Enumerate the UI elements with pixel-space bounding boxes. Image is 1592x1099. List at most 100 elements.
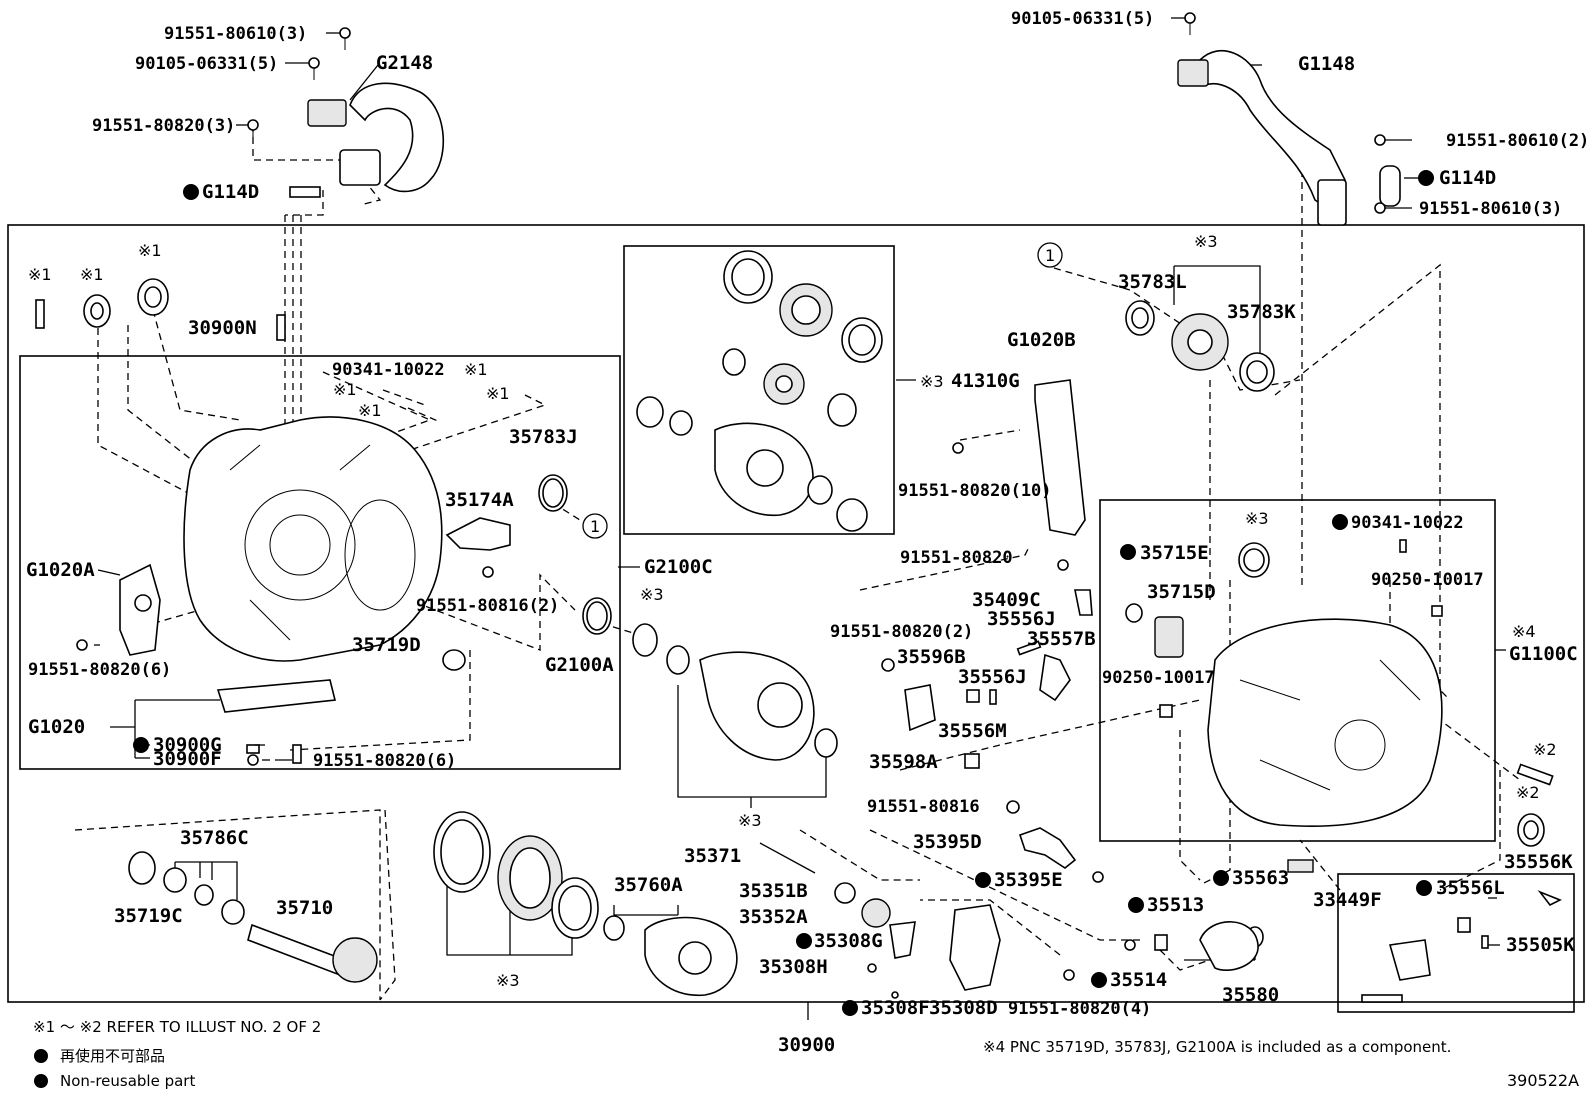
label-90250-10017-b: 90250-10017: [1102, 668, 1215, 688]
label-ticks: [94, 17, 1418, 761]
label-91551-80610-3-right: 91551-80610(3): [1419, 199, 1562, 219]
label-35513: 35513: [1147, 894, 1204, 916]
note-1-ring: ※1: [138, 241, 162, 260]
label-g1020: G1020: [28, 716, 85, 738]
label-35783l: 35783L: [1118, 271, 1187, 293]
note-3-41310g: ※3: [920, 372, 944, 391]
label-30900g: 30900G: [153, 734, 222, 756]
label-91551-80820-a: 91551-80820: [900, 548, 1013, 568]
label-35395e: 35395E: [994, 869, 1063, 891]
non-reusable-markers: [133, 170, 1434, 1016]
label-35395d: 35395D: [913, 831, 982, 853]
label-35710: 35710: [276, 897, 333, 919]
note-1-plug-b: ※1: [333, 380, 357, 399]
label-90105-06331-5-right: 90105-06331(5): [1011, 9, 1154, 29]
note-4: ※4: [1512, 622, 1536, 641]
label-91551-80820-10: 91551-80820(10): [898, 481, 1052, 501]
label-35308h: 35308H: [759, 956, 828, 978]
note-1-seal: ※1: [80, 265, 104, 284]
sensor-kit-frame: [1337, 873, 1575, 1013]
label-35308d: 35308D: [929, 997, 998, 1019]
label-35786c: 35786C: [180, 827, 249, 849]
label-35409c: 35409C: [972, 589, 1041, 611]
note-1-plug-c: ※1: [486, 384, 510, 403]
label-g2100a: G2100A: [545, 654, 614, 676]
label-30900f: 30900F: [153, 748, 222, 770]
note-2-seal: ※2: [1516, 783, 1540, 802]
label-g114d-right: G114D: [1439, 167, 1496, 189]
label-30900n: 30900N: [188, 317, 257, 339]
callout-circle-1b: [582, 513, 608, 539]
label-35174a: 35174A: [445, 489, 514, 511]
label-35308g: 35308G: [814, 930, 883, 952]
legend-text-en: Non-reusable part: [60, 1072, 195, 1090]
part-number-labels: 91551-80610(3) 90105-06331(5) G2148 9155…: [26, 9, 1589, 1056]
case-subassembly-frame: [19, 355, 621, 770]
label-35719c: 35719C: [114, 905, 183, 927]
label-91551-80610-3-top: 91551-80610(3): [164, 24, 307, 44]
label-35556j-a: 35556J: [987, 608, 1056, 630]
label-35715d: 35715D: [1147, 581, 1216, 603]
label-90341-10022-left: 90341-10022: [332, 360, 445, 380]
label-35556m: 35556M: [938, 720, 1007, 742]
label-35308f: 35308F: [861, 997, 930, 1019]
footer-notes: ※1 ～ ※2 REFER TO ILLUST NO. 2 OF 2 再使用不可…: [33, 1018, 1579, 1090]
label-91551-80820-6-b: 91551-80820(6): [313, 751, 456, 771]
label-91551-80820-4: 91551-80820(4): [1008, 999, 1151, 1019]
label-g114d-left: G114D: [202, 181, 259, 203]
label-35760a: 35760A: [614, 874, 683, 896]
label-35715e: 35715E: [1140, 542, 1209, 564]
note-1-bolt: ※1: [28, 265, 52, 284]
label-91551-80820-3: 91551-80820(3): [92, 116, 235, 136]
note-3-bearing-left: ※3: [640, 585, 664, 604]
refer-note: ※1 ～ ※2 REFER TO ILLUST NO. 2 OF 2: [33, 1018, 321, 1036]
differential-kit-frame: [623, 245, 895, 535]
label-90105-06331-5-left: 90105-06331(5): [135, 54, 278, 74]
label-g1100c: G1100C: [1509, 643, 1578, 665]
pnc-note: ※4 PNC 35719D, 35783J, G2100A is include…: [983, 1038, 1451, 1056]
label-g1148: G1148: [1298, 53, 1355, 75]
label-35719d: 35719D: [352, 634, 421, 656]
label-35352a: 35352A: [739, 906, 808, 928]
label-35596b: 35596B: [897, 646, 966, 668]
label-35351b: 35351B: [739, 880, 808, 902]
callout-circle-1a-label: 1: [1045, 246, 1055, 265]
label-91551-80820-2: 91551-80820(2): [830, 622, 973, 642]
note-1-plug-a: ※1: [464, 360, 488, 379]
legend-text-jp: 再使用不可部品: [60, 1047, 165, 1065]
callout-circle-1b-label: 1: [590, 517, 600, 536]
label-g1020b: G1020B: [1007, 329, 1076, 351]
housing-subassembly-frame: [1099, 499, 1496, 842]
label-35556k: 35556K: [1504, 851, 1573, 873]
label-30900: 30900: [778, 1034, 835, 1056]
label-g1020a: G1020A: [26, 559, 95, 581]
legend-dot-en: [34, 1074, 48, 1088]
main-assembly-frame: [7, 224, 1585, 1003]
label-90341-10022-right: 90341-10022: [1351, 513, 1464, 533]
label-35557b: 35557B: [1027, 628, 1096, 650]
note-3-bottom: ※3: [496, 971, 520, 990]
label-35783j: 35783J: [509, 426, 578, 448]
label-91551-80610-2: 91551-80610(2): [1446, 131, 1589, 151]
note-3-35783: ※3: [1194, 232, 1218, 251]
label-35514: 35514: [1110, 969, 1167, 991]
note-1-plug-d: ※1: [358, 401, 382, 420]
label-90250-10017-a: 90250-10017: [1371, 570, 1484, 590]
label-41310g: 41310G: [951, 370, 1020, 392]
label-35580: 35580: [1222, 984, 1279, 1006]
label-33449f: 33449F: [1313, 889, 1382, 911]
label-35598a: 35598A: [869, 751, 938, 773]
label-35563: 35563: [1232, 867, 1289, 889]
note-2-bolt: ※2: [1533, 740, 1557, 759]
label-g2100c: G2100C: [644, 556, 713, 578]
note-3-35715: ※3: [1245, 509, 1269, 528]
label-91551-80816: 91551-80816: [867, 797, 980, 817]
label-35556j-b: 35556J: [958, 666, 1027, 688]
label-35556l: 35556L: [1436, 877, 1505, 899]
label-91551-80816-2: 91551-80816(2): [416, 596, 559, 616]
label-91551-80820-6-a: 91551-80820(6): [28, 660, 171, 680]
part-graphics: [35, 12, 1562, 1003]
callout-circle-1a: [1037, 242, 1063, 268]
label-35783k: 35783K: [1227, 301, 1296, 323]
